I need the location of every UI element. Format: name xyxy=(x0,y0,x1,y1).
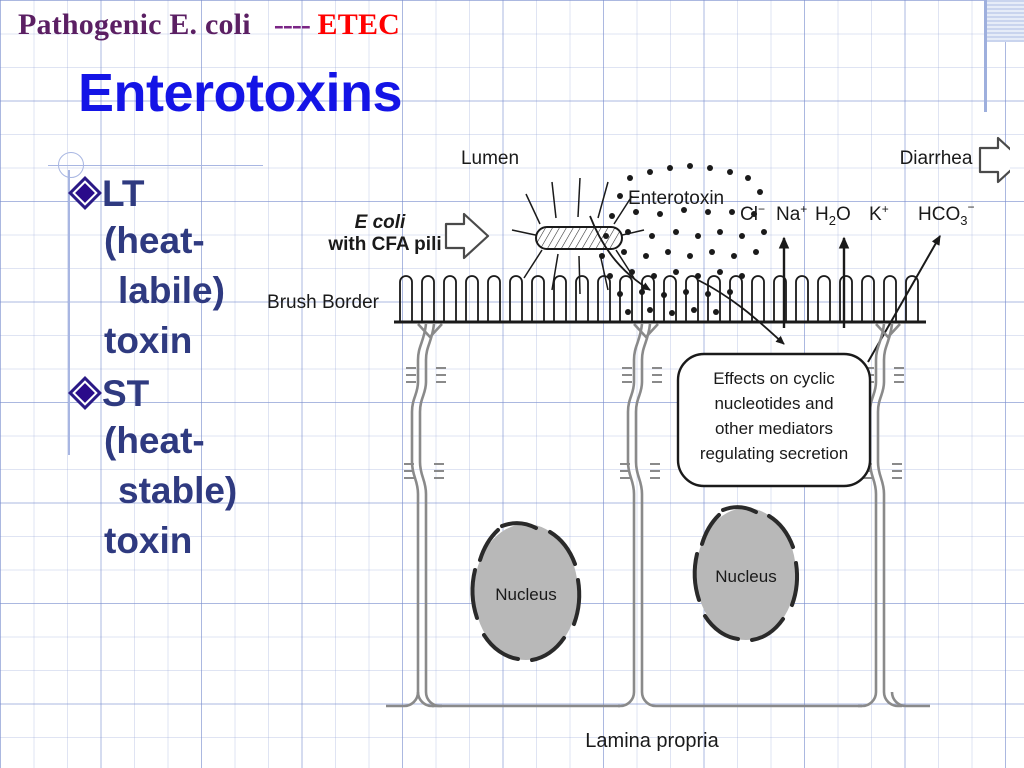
slide-header: Pathogenic E. coli ---- ETEC xyxy=(18,8,400,42)
cell-membrane-mid-inner xyxy=(634,323,658,708)
effects-box xyxy=(676,352,872,488)
diarrhea-arrow-icon xyxy=(978,136,1010,184)
placeholder-guide-circle xyxy=(58,152,84,178)
bullet-heading-row: ST xyxy=(68,372,297,416)
figure-label-ecoli-line2: with CFA pili xyxy=(327,234,441,255)
basal-tail-left xyxy=(386,691,420,708)
nucleus-right: Nucleus xyxy=(692,505,800,642)
effects-box-line-2: nucleotides and xyxy=(714,394,833,413)
page-title: Enterotoxins xyxy=(78,63,403,123)
ion-labels: Cl− Na+ H2O K+ HCO3− xyxy=(740,200,974,228)
list-item[interactable]: ST (heat- stable) toxin xyxy=(68,372,297,566)
bullet-sublabel-lt: (heat- labile) toxin xyxy=(104,216,297,366)
corner-decoration-band xyxy=(985,0,1024,42)
nucleus-label-left: Nucleus xyxy=(495,585,556,604)
bullet-list: LT (heat- labile) toxin ST (heat- stable… xyxy=(68,172,297,572)
toxin-arrow-right xyxy=(697,279,785,345)
bullet-sub-line-2: labile) xyxy=(118,270,225,311)
header-accent-text: ETEC xyxy=(317,8,401,41)
ion-label-bicarbonate: HCO3− xyxy=(918,200,974,228)
bullet-label-lt: LT xyxy=(102,173,145,214)
bullet-sub-line-1: (heat- xyxy=(104,420,205,461)
ion-label-sodium: Na+ xyxy=(776,202,807,225)
nucleus-label-right: Nucleus xyxy=(715,567,776,586)
effects-box-line-3: other mediators xyxy=(715,419,833,438)
basal-tail-right xyxy=(890,691,930,708)
cell-membrane-left-outer xyxy=(410,323,434,708)
ion-label-potassium: K+ xyxy=(869,202,889,225)
cell-membrane-right-inner xyxy=(876,323,902,708)
bullet-sub-line-3: toxin xyxy=(104,520,193,561)
figure-label-enterotoxin: Enterotoxin xyxy=(628,188,724,209)
list-item[interactable]: LT (heat- labile) toxin xyxy=(68,172,297,366)
cell-membrane-mid-apical-fork xyxy=(633,323,659,339)
bullet-sub-line-2: stable) xyxy=(118,470,238,511)
diamond-bullet-icon xyxy=(68,176,102,210)
figure-label-brush-border: Brush Border xyxy=(268,292,380,313)
figure-label-diarrhea: Diarrhea xyxy=(900,148,973,169)
corner-decoration-rule xyxy=(984,0,987,112)
ion-label-chloride: Cl− xyxy=(740,202,765,225)
ecoli-arrow-icon xyxy=(444,212,490,260)
effects-box-line-1: Effects on cyclic xyxy=(713,369,835,388)
placeholder-guide-line xyxy=(68,170,70,455)
ion-label-water: H2O xyxy=(815,204,851,228)
brush-border-microvilli xyxy=(399,275,919,322)
placeholder-guide-rule xyxy=(48,165,263,166)
cell-membrane-left-inner xyxy=(418,323,442,708)
effects-box-line-4: regulating secretion xyxy=(700,444,848,463)
enterotoxin-dot-cloud xyxy=(599,163,767,316)
bullet-sub-line-3: toxin xyxy=(104,320,193,361)
etec-pathogenesis-diagram: Lumen E coli with CFA pili xyxy=(268,132,1010,762)
cell-membrane-mid-outer xyxy=(618,323,644,708)
nucleus-left: Nucleus xyxy=(470,521,582,662)
header-main-text: Pathogenic E. coli xyxy=(18,8,251,41)
bullet-sub-line-1: (heat- xyxy=(104,220,205,261)
bullet-heading-row: LT xyxy=(68,172,297,216)
cell-membrane-right-apical-fork xyxy=(875,323,901,339)
cell-membrane-left-apical-fork xyxy=(417,323,443,339)
diamond-bullet-icon xyxy=(68,376,102,410)
bullet-sublabel-st: (heat- stable) toxin xyxy=(104,416,297,566)
figure-label-ecoli-line1: E coli xyxy=(355,212,406,233)
bullet-label-st: ST xyxy=(102,373,150,414)
figure-label-lumen: Lumen xyxy=(461,148,519,169)
header-dash-separator: ---- xyxy=(273,8,311,41)
figure-label-lamina-propria: Lamina propria xyxy=(585,730,719,752)
